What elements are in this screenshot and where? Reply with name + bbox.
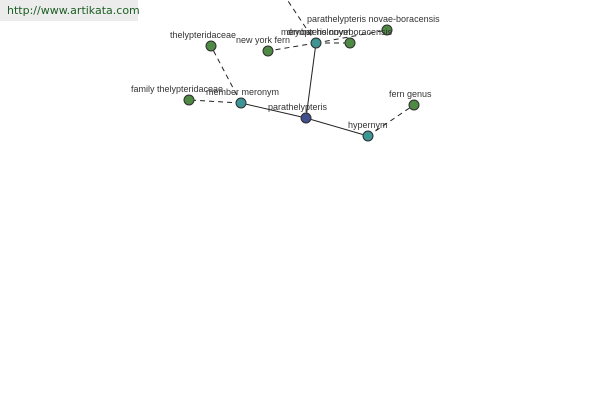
edge-hypernym-to-fern-genus (367, 104, 415, 137)
edge-member-holonym-to-offscreen-node (286, 0, 317, 44)
label-parathelypteris: parathelypteris (268, 102, 328, 112)
label-dryopteris-noveboracensis: dryopteris noveboracensis (287, 27, 393, 37)
edge-center-to-member-meronym (240, 102, 307, 119)
node-new-york-fern[interactable] (262, 45, 274, 57)
label-thelypteridaceae: thelypteridaceae (170, 30, 236, 40)
edge-member-meronym-to-thelypteridaceae (210, 45, 242, 104)
edge-member-holonym-to-parathelypteris-novae (315, 29, 388, 44)
node-fern-genus[interactable] (408, 99, 420, 111)
source-url-banner[interactable]: http://www.artikata.com (0, 0, 140, 21)
label-member-holonym: member holonym (281, 27, 351, 37)
node-parathelypteris-novae-boracensis[interactable] (381, 24, 393, 36)
node-dryopteris-noveboracensis[interactable] (344, 37, 356, 49)
label-family-thelypteridaceae: family thelypteridaceae (131, 84, 223, 94)
node-member-holonym[interactable] (310, 37, 322, 49)
node-hypernym[interactable] (362, 130, 374, 142)
label-new-york-fern: new york fern (236, 35, 290, 45)
label-parathelypteris-novae-boracensis: parathelypteris novae-boracensis (307, 14, 440, 24)
edge-member-holonym-to-new-york-fern (267, 42, 317, 52)
node-family-thelypteridaceae[interactable] (183, 94, 195, 106)
node-thelypteridaceae[interactable] (205, 40, 217, 52)
edge-member-meronym-to-family-thelypteridaceae (188, 99, 242, 104)
node-center-parathelypteris[interactable] (300, 112, 312, 124)
label-member-meronym: member meronym (206, 87, 279, 97)
edge-center-to-hypernym (305, 117, 369, 137)
label-hypernym: hypernym (348, 120, 388, 130)
node-member-meronym[interactable] (235, 97, 247, 109)
edge-center-to-member-holonym (305, 42, 317, 119)
label-fern-genus: fern genus (389, 89, 432, 99)
